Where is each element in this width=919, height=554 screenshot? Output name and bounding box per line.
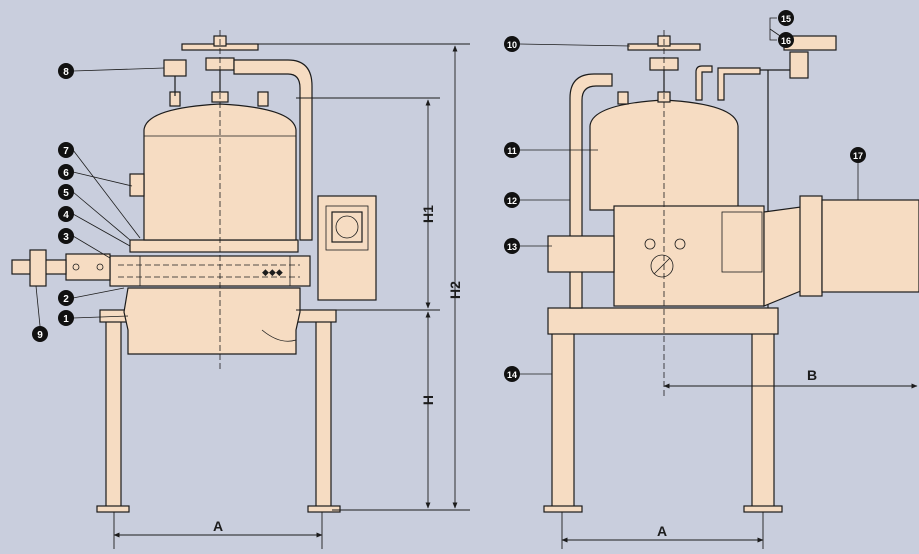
svg-text:10: 10 — [507, 40, 517, 50]
callout-10: 10 — [504, 36, 520, 52]
left-side-nozzle — [129, 173, 145, 197]
left-dimensions: A H H1 H2 — [113, 43, 470, 549]
svg-text:9: 9 — [37, 330, 43, 341]
svg-text:8: 8 — [63, 67, 69, 78]
callout-15: 15 — [778, 10, 794, 26]
svg-text:5: 5 — [63, 188, 69, 199]
left-return-pipe — [233, 59, 313, 241]
right-leg-left — [551, 329, 575, 511]
callout-12: 12 — [504, 192, 520, 208]
callout-8: 8 — [58, 63, 74, 79]
right-filter-view — [543, 30, 919, 513]
left-dim-h2-label: H2 — [447, 281, 463, 299]
left-filter-view: ◆◆◆ — [11, 30, 377, 513]
left-valve-actuator — [29, 249, 47, 287]
right-dimensions: A B — [561, 367, 918, 549]
left-flange-band — [129, 239, 299, 253]
left-callouts: 8 7 6 5 4 3 2 1 9 — [32, 63, 165, 342]
left-foot-left — [96, 505, 130, 513]
svg-text:3: 3 — [63, 232, 69, 243]
svg-text:16: 16 — [781, 36, 791, 46]
callout-4: 4 — [58, 206, 74, 222]
callout-7: 7 — [58, 142, 74, 158]
right-dim-b-label: B — [807, 367, 817, 383]
left-top-nozzle — [163, 59, 187, 77]
callout-13: 13 — [504, 238, 520, 254]
right-pump-housing — [613, 205, 765, 307]
right-frame-table — [547, 307, 779, 335]
right-dim-a-label: A — [657, 523, 667, 539]
right-leg-right — [751, 329, 775, 511]
svg-text:15: 15 — [781, 14, 791, 24]
left-dim-h-label: H — [420, 395, 436, 405]
callout-16: 16 — [778, 32, 794, 48]
svg-text:◆◆◆: ◆◆◆ — [262, 267, 283, 277]
svg-text:4: 4 — [63, 210, 69, 221]
svg-text:11: 11 — [507, 146, 517, 156]
right-inlet-pipe — [547, 235, 615, 273]
left-foot-right — [307, 505, 341, 513]
svg-text:1: 1 — [63, 314, 69, 325]
svg-text:7: 7 — [63, 146, 69, 157]
left-dim-a-label: A — [213, 518, 223, 534]
right-motor-cylinder — [821, 199, 919, 293]
callout-1: 1 — [58, 310, 74, 326]
left-lower-housing — [123, 287, 301, 355]
svg-text:13: 13 — [507, 242, 517, 252]
callout-9: 9 — [32, 326, 48, 342]
svg-text:12: 12 — [507, 196, 517, 206]
callout-14: 14 — [504, 366, 520, 382]
left-inlet-tube — [109, 255, 311, 287]
right-callouts: 10 11 12 13 14 15 16 17 — [504, 10, 866, 382]
callout-3: 3 — [58, 228, 74, 244]
left-leg-left — [105, 311, 122, 511]
left-inlet-flange — [65, 253, 111, 281]
callout-6: 6 — [58, 164, 74, 180]
svg-text:17: 17 — [853, 151, 863, 161]
callout-11: 11 — [504, 142, 520, 158]
svg-text:2: 2 — [63, 294, 69, 305]
callout-5: 5 — [58, 184, 74, 200]
svg-text:6: 6 — [63, 168, 69, 179]
left-dim-h1-label: H1 — [420, 205, 436, 223]
svg-text:14: 14 — [507, 370, 517, 380]
right-top-actuator — [789, 51, 809, 79]
callout-2: 2 — [58, 290, 74, 306]
callout-17: 17 — [850, 147, 866, 163]
left-leg-right — [315, 311, 332, 511]
